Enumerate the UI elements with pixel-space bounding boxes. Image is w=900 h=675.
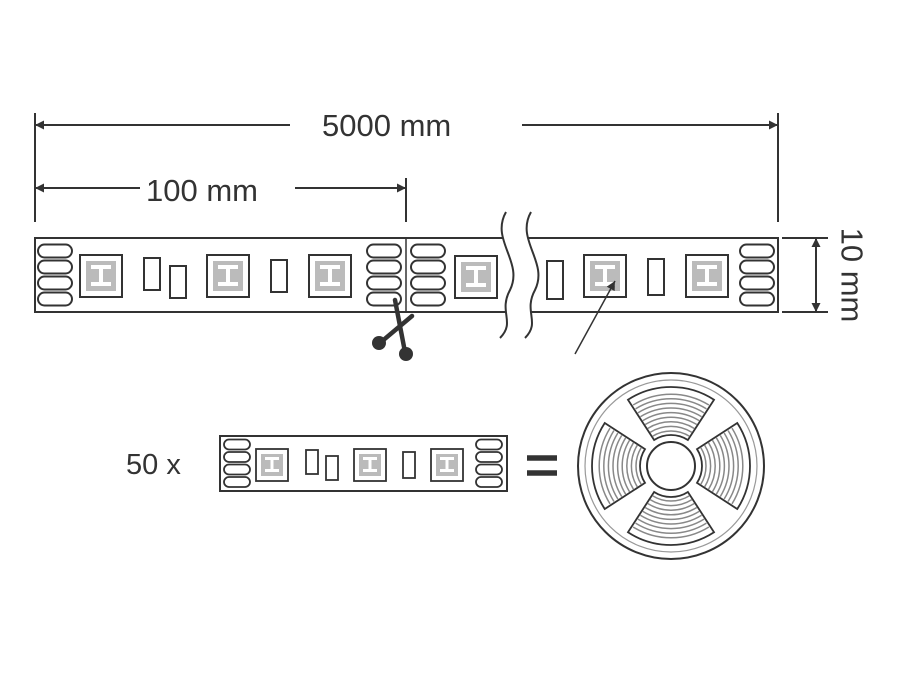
scissors-icon [372,297,415,361]
resistor [647,258,665,296]
tape-winding [649,425,693,434]
segment-length-dimension [35,178,407,222]
total-length-dimension [34,113,779,222]
tape-winding [731,427,744,505]
led-chip [79,254,123,298]
resistor [325,455,339,481]
tape-winding [711,439,721,493]
tape-winding [632,526,710,539]
resistor [402,451,416,479]
led-chip [255,448,289,482]
tape-winding [639,407,703,418]
tape-winding [642,510,700,521]
resistor [143,257,161,291]
led-strip-segment [219,435,508,492]
tape-winding [607,432,619,500]
led-chip [308,254,352,298]
tape-winding [727,430,739,502]
tape-winding [612,434,623,498]
tape-winding [637,402,705,414]
tape-winding [647,421,695,430]
segment-length-label: 100 mm [146,173,258,208]
led-chip [583,254,627,298]
resistor [270,259,288,293]
tape-winding [649,498,693,507]
led-chip [430,448,464,482]
tape-winding [616,437,627,495]
tape-winding [603,430,615,502]
tape-winding [632,393,710,406]
led-chip [454,255,498,299]
total-length-label: 5000 mm [322,108,452,143]
width-dimension [782,237,828,313]
tape-winding [626,442,635,490]
tape-winding [707,442,716,490]
led-chip [206,254,250,298]
multiplier-label: 50 x [126,449,181,481]
tape-winding [630,444,639,488]
pointer-arrow [574,280,616,355]
tape-winding [644,416,698,426]
led-strip-main [34,237,779,313]
tape-winding [652,430,690,437]
tape-winding [621,439,631,493]
tape-winding [635,522,707,534]
strip-width-label: 10 mm [834,227,870,323]
tape-winding [642,411,700,422]
tape-winding [635,447,642,485]
resistor [169,265,187,299]
tape-winding [647,502,695,511]
resistor [305,449,319,475]
tape-winding [652,495,690,502]
tape-winding [644,506,698,516]
tape-winding [715,437,726,495]
tape-winding [637,518,705,530]
tape-winding [723,432,735,500]
equals-sign [527,455,557,476]
break-mark [499,211,540,339]
led-chip [353,448,387,482]
reel-icon [577,372,765,560]
tape-winding [703,444,712,488]
tape-winding [639,514,703,525]
resistor [546,260,564,300]
tape-winding [719,434,730,498]
tape-winding [700,447,707,485]
led-chip [685,254,729,298]
tape-winding [598,427,611,505]
tape-winding [635,398,707,410]
